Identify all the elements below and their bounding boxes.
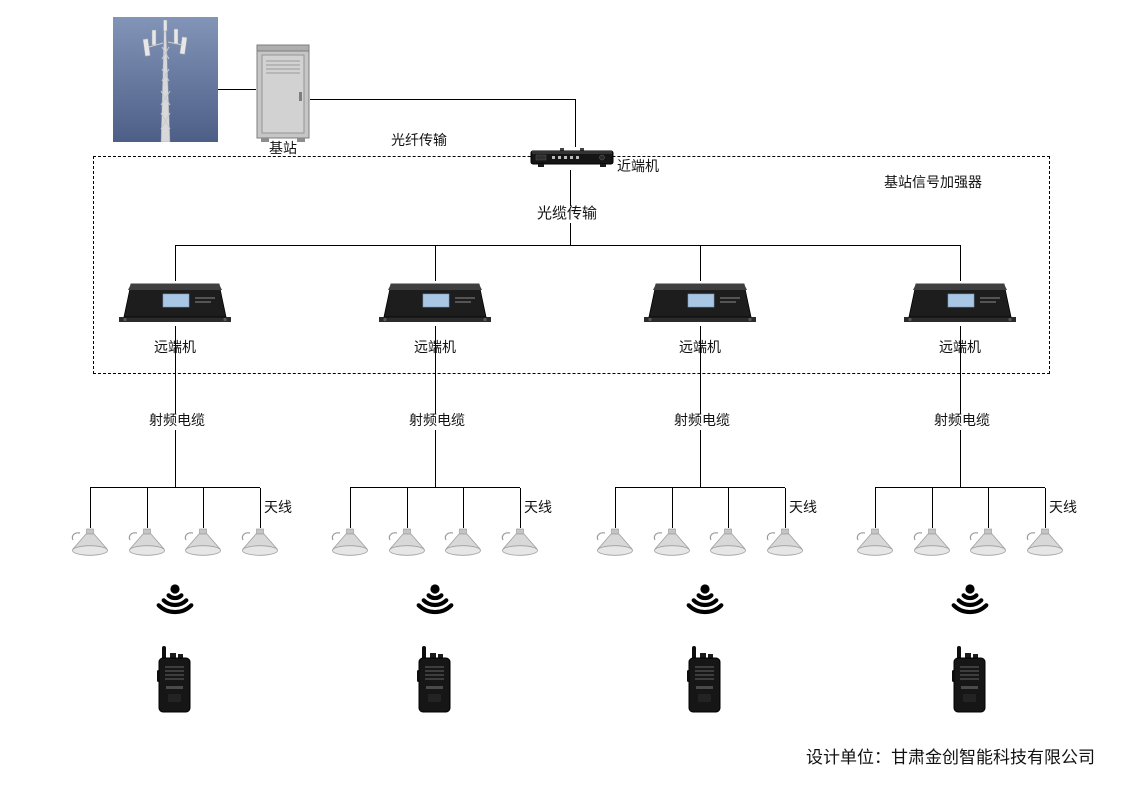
remote-drop-line-1 (175, 246, 176, 281)
ceiling-antenna-icon (125, 526, 169, 559)
wireless-signal-icon (683, 582, 727, 618)
antenna-drop-line (350, 488, 351, 528)
wireless-signal-icon (413, 582, 457, 618)
ceiling-antenna-icon (68, 526, 112, 559)
remote-unit-image (644, 280, 756, 326)
antenna-drop-line (520, 488, 521, 528)
rf-cable-line (700, 326, 701, 487)
near-end-label: 近端机 (617, 160, 659, 175)
designer-footer: 设计单位：甘肃金创智能科技有限公司 (806, 748, 1095, 767)
antenna-drop-line (90, 488, 91, 528)
antenna-drop-line (875, 488, 876, 528)
ceiling-antenna-icon (763, 526, 807, 559)
wireless-signal-icon (153, 582, 197, 618)
fiber-transmission-label: 光纤传输 (391, 134, 447, 149)
antenna-bus-line (875, 487, 1045, 488)
rf-cable-label: 射频电缆 (404, 414, 470, 431)
antenna-drop-line (672, 488, 673, 528)
antenna-drop-line (260, 488, 261, 528)
antenna-drop-line (615, 488, 616, 528)
ceiling-antenna-icon (650, 526, 694, 559)
antenna-drop-line (932, 488, 933, 528)
antenna-drop-line (203, 488, 204, 528)
outdoor-cabinet-image (256, 44, 310, 142)
fiber-line-vertical (575, 99, 576, 147)
fiber-line-horizontal (310, 99, 576, 100)
antenna-bus-line (350, 487, 520, 488)
ceiling-antenna-icon (593, 526, 637, 559)
antenna-label: 天线 (524, 501, 552, 516)
ceiling-antenna-icon (441, 526, 485, 559)
antenna-bus-line (615, 487, 785, 488)
remote-unit-image (379, 280, 491, 326)
tower-cabinet-line (218, 89, 256, 90)
antenna-label: 天线 (1049, 501, 1077, 516)
rf-cable-line (435, 326, 436, 487)
antenna-bus-line (90, 487, 260, 488)
ceiling-antenna-icon (385, 526, 429, 559)
near-end-unit-image (530, 146, 614, 170)
ceiling-antenna-icon (706, 526, 750, 559)
ceiling-antenna-icon (1023, 526, 1067, 559)
antenna-label: 天线 (789, 501, 817, 516)
remote-drop-line-3 (700, 246, 701, 281)
booster-label: 基站信号加强器 (884, 176, 982, 191)
trunk-bus-line (175, 245, 961, 246)
rf-cable-line (960, 326, 961, 487)
antenna-drop-line (785, 488, 786, 528)
walkie-talkie-icon (155, 646, 195, 714)
remote-unit-image (119, 280, 231, 326)
walkie-talkie-icon (415, 646, 455, 714)
ceiling-antenna-icon (853, 526, 897, 559)
antenna-drop-line (1045, 488, 1046, 528)
antenna-drop-line (407, 488, 408, 528)
remote-drop-line-2 (435, 246, 436, 281)
base-station-label: 基站 (269, 142, 297, 157)
ceiling-antenna-icon (328, 526, 372, 559)
rf-cable-label: 射频电缆 (929, 414, 995, 431)
antenna-drop-line (988, 488, 989, 528)
cell-tower-photo (113, 17, 218, 142)
remote-unit-image (904, 280, 1016, 326)
wireless-signal-icon (948, 582, 992, 618)
rf-cable-label: 射频电缆 (144, 414, 210, 431)
walkie-talkie-icon (685, 646, 725, 714)
ceiling-antenna-icon (910, 526, 954, 559)
ceiling-antenna-icon (238, 526, 282, 559)
rf-cable-label: 射频电缆 (669, 414, 735, 431)
antenna-drop-line (463, 488, 464, 528)
optical-transmission-label: 光缆传输 (535, 206, 600, 224)
walkie-talkie-icon (950, 646, 990, 714)
ceiling-antenna-icon (966, 526, 1010, 559)
rf-cable-line (175, 326, 176, 487)
antenna-drop-line (728, 488, 729, 528)
remote-drop-line-4 (960, 246, 961, 281)
ceiling-antenna-icon (181, 526, 225, 559)
ceiling-antenna-icon (498, 526, 542, 559)
antenna-drop-line (147, 488, 148, 528)
antenna-label: 天线 (264, 501, 292, 516)
